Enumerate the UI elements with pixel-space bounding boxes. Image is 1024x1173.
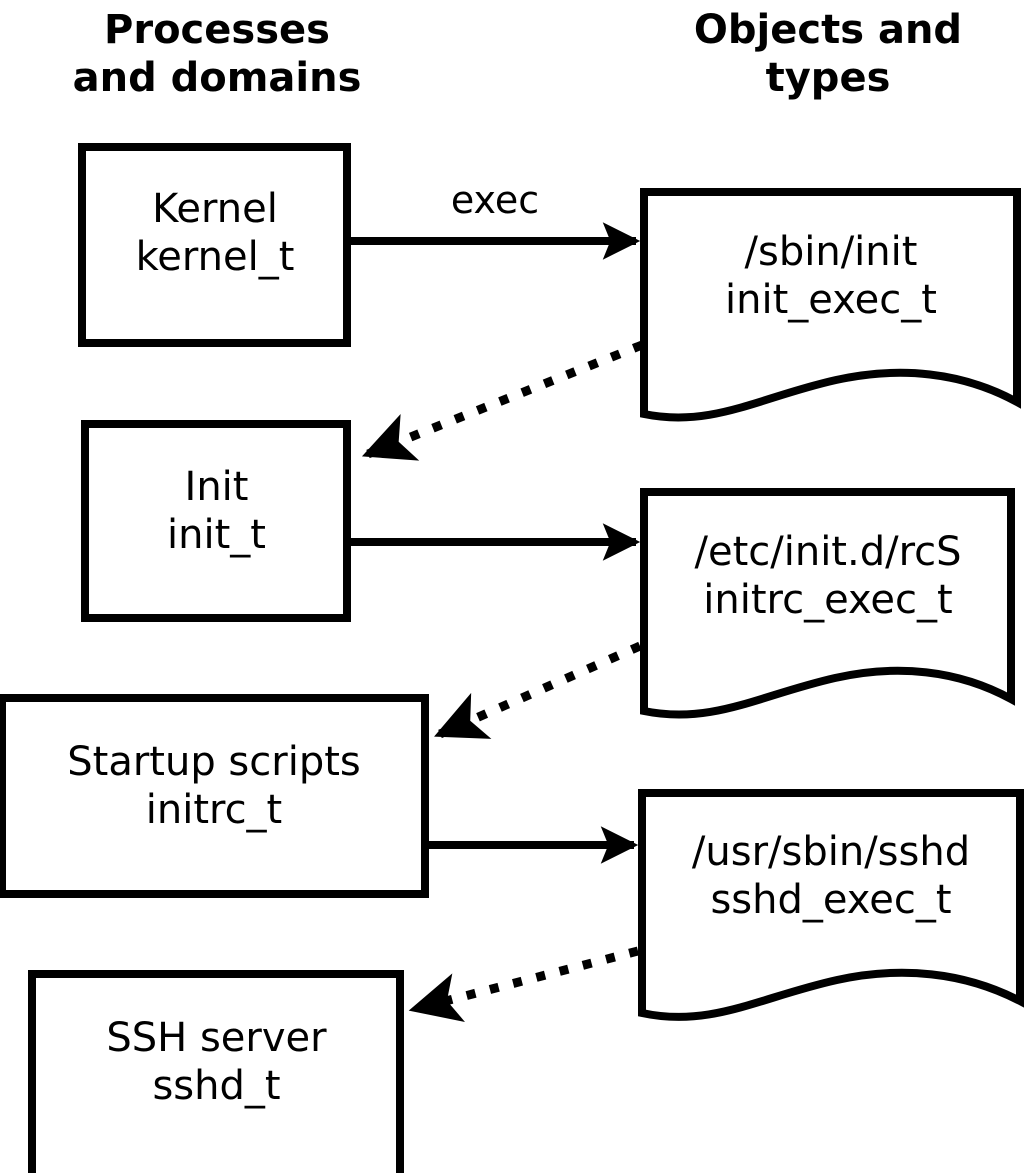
column-heading-processes: Processes and domains	[72, 7, 362, 101]
edge-init-exec-to-init	[361, 340, 644, 461]
node-initrc-box[interactable]	[0, 694, 429, 898]
node-kernel-box[interactable]	[78, 143, 351, 347]
edge-initrc-exec-to-initrc	[434, 641, 642, 739]
node-initrc-exec-doc[interactable]	[640, 488, 1015, 719]
edge-label-exec: exec	[450, 178, 540, 222]
column-heading-objects: Objects and types	[693, 7, 963, 101]
edge-sshd-exec-to-sshd	[408, 946, 640, 1022]
node-label-init: Init init_t	[167, 464, 266, 558]
node-init-box[interactable]	[81, 420, 351, 622]
node-label-initrc-exec: /etc/init.d/rcS initrc_exec_t	[694, 529, 962, 623]
node-sshd-exec-doc[interactable]	[638, 789, 1024, 1021]
node-init-exec-doc[interactable]	[640, 188, 1021, 422]
node-label-sshd: SSH server sshd_t	[106, 1015, 327, 1109]
node-label-init-exec: /sbin/init init_exec_t	[725, 229, 937, 323]
node-label-initrc: Startup scripts initrc_t	[67, 739, 361, 833]
node-label-kernel: Kernel kernel_t	[135, 186, 295, 280]
node-label-sshd-exec: /usr/sbin/sshd sshd_exec_t	[691, 829, 971, 923]
node-sshd-box[interactable]	[28, 970, 404, 1173]
